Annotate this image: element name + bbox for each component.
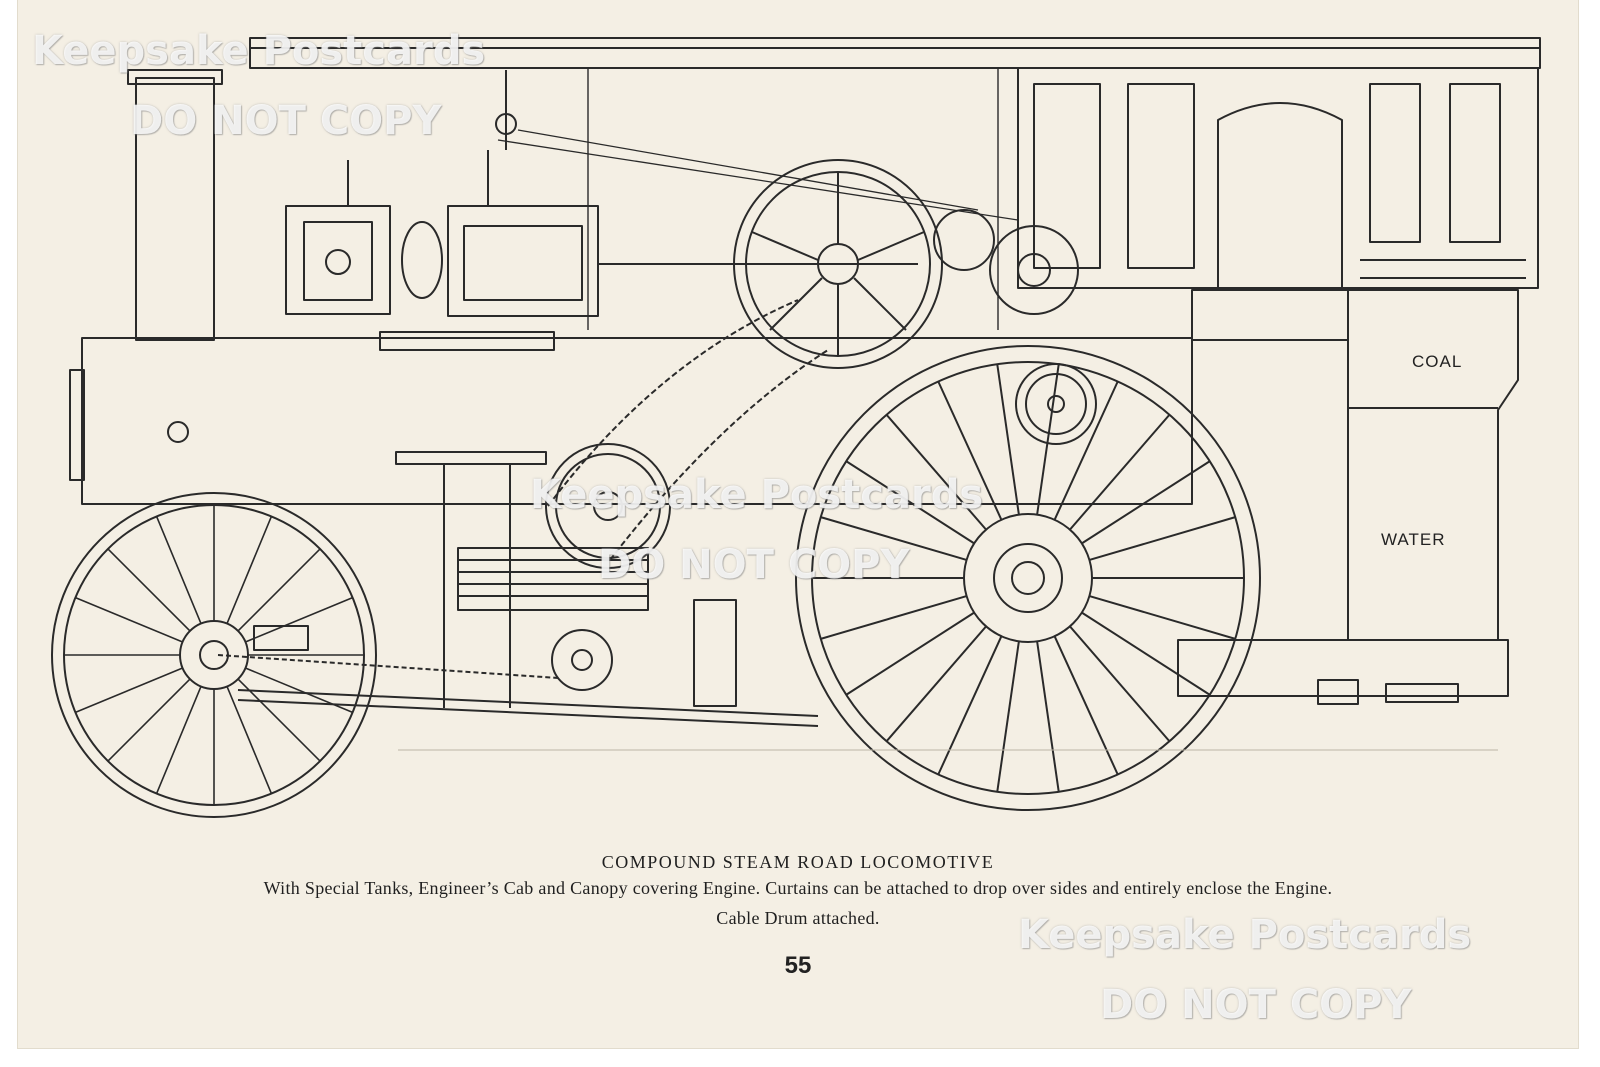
wheel-spoke bbox=[937, 381, 1003, 521]
wheel-spoke bbox=[1089, 516, 1236, 561]
gear-train bbox=[933, 209, 1097, 445]
wheel-spoke bbox=[1053, 381, 1119, 521]
wheel-spoke bbox=[885, 625, 987, 742]
wheel-spoke bbox=[107, 678, 191, 762]
wheel-spoke bbox=[820, 595, 967, 640]
boiler bbox=[69, 337, 1193, 505]
wheel-spoke bbox=[155, 686, 202, 794]
locomotive-illustration bbox=[51, 37, 1541, 818]
wheel-spoke bbox=[155, 516, 202, 624]
coal-label: COAL bbox=[1412, 352, 1463, 371]
cab bbox=[1017, 67, 1539, 290]
wheel-spoke bbox=[245, 596, 353, 643]
watermark-notice: DO NOT COPY bbox=[1100, 982, 1412, 1028]
wheel-spoke bbox=[1081, 611, 1211, 696]
wheel-spoke bbox=[226, 516, 273, 624]
wheel-spoke bbox=[1036, 641, 1060, 792]
cable-drum bbox=[395, 451, 737, 708]
caption-title: COMPOUND STEAM ROAD LOCOMOTIVE bbox=[601, 852, 995, 872]
wheel-spoke bbox=[226, 686, 273, 794]
wheel-spoke bbox=[1089, 595, 1236, 640]
page-number: 55 bbox=[784, 952, 812, 979]
smokestack bbox=[127, 69, 223, 341]
watermark-brand: Keepsake Postcards bbox=[1018, 912, 1472, 958]
wheel-spoke bbox=[237, 548, 321, 632]
wheel-spoke bbox=[75, 667, 183, 714]
wheel-spoke bbox=[1053, 635, 1119, 775]
rear-wheel bbox=[795, 345, 1261, 811]
wheel-spoke bbox=[237, 678, 321, 762]
wheel-spoke bbox=[1036, 364, 1060, 515]
watermark-notice: DO NOT COPY bbox=[598, 542, 910, 588]
wheel-spoke bbox=[845, 460, 975, 545]
water-label: WATER bbox=[1381, 530, 1446, 549]
front-wheel bbox=[51, 492, 377, 818]
wheel-spoke bbox=[885, 414, 987, 531]
canopy bbox=[249, 37, 1541, 330]
tow-chain bbox=[217, 625, 819, 727]
wheel-spoke bbox=[1069, 414, 1171, 531]
watermark-brand: Keepsake Postcards bbox=[530, 472, 984, 518]
tender-tank bbox=[1177, 289, 1519, 705]
wheel-spoke bbox=[820, 516, 967, 561]
caption-note: Cable Drum attached. bbox=[716, 908, 880, 928]
wheel-spoke bbox=[845, 611, 975, 696]
wheel-spoke bbox=[75, 596, 183, 643]
wheel-spoke bbox=[1081, 460, 1211, 545]
wheel-spoke bbox=[245, 667, 353, 714]
watermark-notice: DO NOT COPY bbox=[130, 98, 442, 144]
chain-drive bbox=[545, 299, 829, 569]
wheel-spoke bbox=[996, 364, 1020, 515]
watermark-brand: Keepsake Postcards bbox=[32, 28, 486, 74]
wheel-spoke bbox=[107, 548, 191, 632]
wheel-spoke bbox=[1069, 625, 1171, 742]
flywheel bbox=[733, 159, 943, 369]
wheel-spoke bbox=[937, 635, 1003, 775]
caption-description: With Special Tanks, Engineer’s Cab and C… bbox=[263, 878, 1333, 898]
cylinders bbox=[285, 70, 1019, 351]
wheel-spoke bbox=[996, 641, 1020, 792]
page: COAL WATER COMPOUND STEAM ROAD LOCOMOTIV… bbox=[18, 0, 1578, 1048]
